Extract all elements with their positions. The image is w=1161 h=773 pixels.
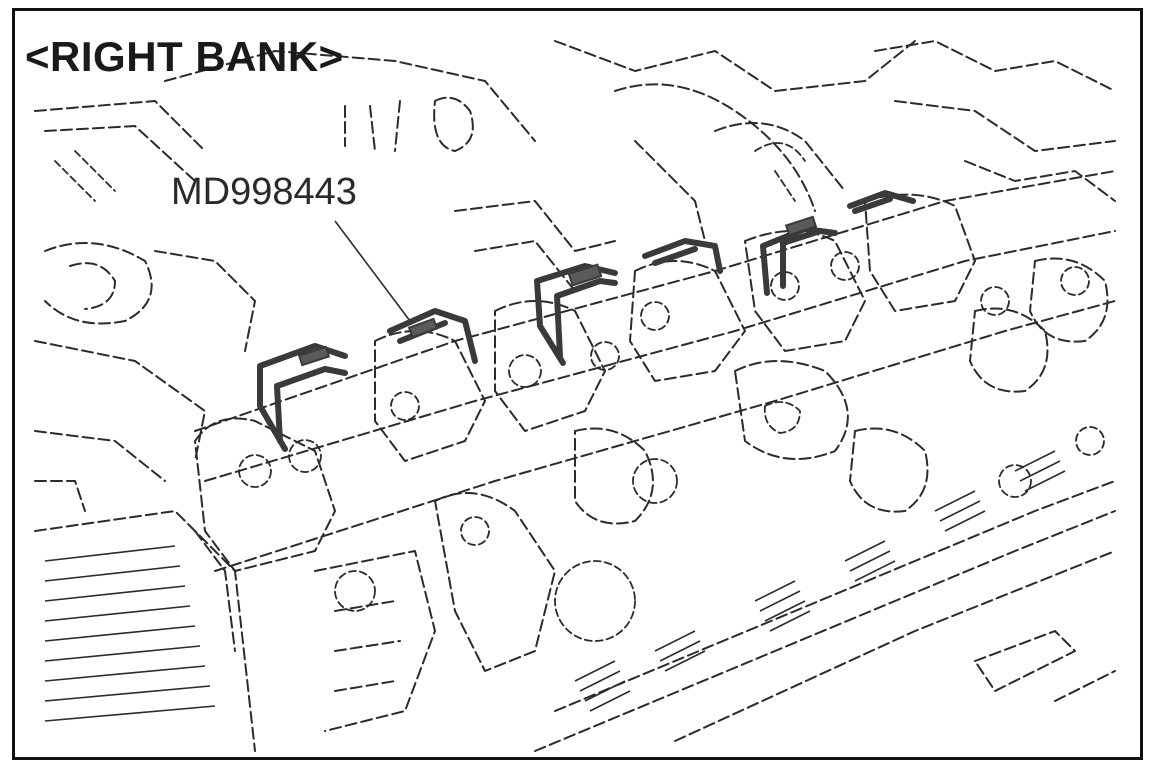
lower-left-cover bbox=[34, 510, 436, 752]
tool-number-label: MD998443 bbox=[171, 171, 357, 213]
bolt-heads bbox=[238, 251, 1105, 642]
valve-springs bbox=[534, 450, 1116, 752]
special-tool-clip-4 bbox=[642, 238, 723, 274]
left-bracket-outline bbox=[34, 242, 256, 512]
label-leader-line bbox=[334, 220, 411, 322]
engine-rocker-arm-illustration bbox=[34, 40, 1116, 752]
rocker-arm-blocks bbox=[194, 193, 1109, 672]
special-tool-clip-3 bbox=[534, 263, 618, 366]
upper-engine-outline bbox=[34, 40, 1116, 242]
special-tool-clip-5 bbox=[760, 215, 838, 296]
lower-right-bracket bbox=[674, 550, 1116, 742]
illustration-frame: <RIGHT BANK> MD998443 bbox=[12, 8, 1143, 760]
cylinder-head-outline bbox=[194, 170, 1116, 652]
special-tool-clip-6 bbox=[847, 190, 916, 214]
special-tool-clip-2 bbox=[387, 308, 478, 364]
bank-heading: <RIGHT BANK> bbox=[25, 33, 344, 80]
special-tool-clip-1 bbox=[257, 343, 348, 452]
